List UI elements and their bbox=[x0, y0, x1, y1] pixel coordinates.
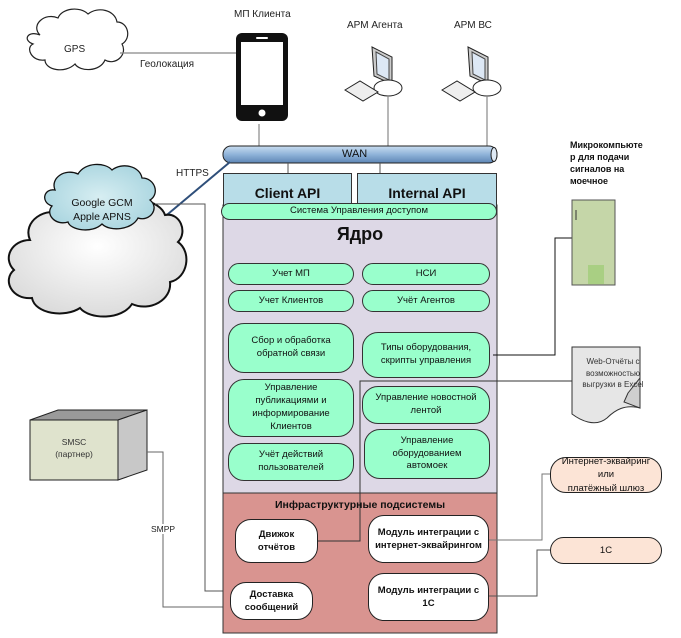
infra-line: 1С bbox=[422, 598, 435, 609]
agent-computer-icon bbox=[344, 46, 403, 102]
module-line: Управление bbox=[264, 382, 318, 394]
https-label: HTTPS bbox=[176, 168, 209, 179]
infra-line: Модуль интеграции с bbox=[377, 584, 480, 596]
infra-line: Модуль интеграции с bbox=[377, 526, 480, 538]
module-line: Учёт действий bbox=[258, 449, 324, 461]
microcomputer-line: сигналов на bbox=[570, 164, 625, 175]
smsc-box bbox=[29, 409, 148, 481]
module-line: пользователей bbox=[258, 462, 324, 473]
module-client-accounting: Учет Клиентов bbox=[228, 290, 354, 312]
geolocation-label: Геолокация bbox=[140, 59, 195, 70]
microcomputer-label: Микрокомпьюте р для подачи сигналов на м… bbox=[570, 139, 660, 188]
smsc-label: SMSC (партнер) bbox=[30, 437, 118, 461]
module-line: Сбор и обработка bbox=[251, 335, 331, 347]
microcomputer-line: моечное bbox=[570, 176, 608, 187]
web-reports-line: выгрузки в Excel bbox=[582, 380, 644, 390]
acquiring-line: платёжный шлюз bbox=[567, 482, 645, 494]
wan-label: WAN bbox=[342, 148, 368, 160]
infra-line: интернет-эквайрингом bbox=[375, 540, 482, 551]
module-line: Типы оборудования, bbox=[380, 342, 472, 354]
infra-title: Инфраструктурные подсистемы bbox=[274, 499, 446, 511]
module-line: публикациями и bbox=[255, 395, 327, 407]
push-services-label: Google GCM Apple APNS bbox=[62, 196, 142, 224]
module-line: скрипты управления bbox=[380, 355, 472, 366]
mobile-client-label: МП Клиента bbox=[234, 9, 291, 20]
infra-line: отчётов bbox=[257, 542, 296, 553]
module-line: Управление bbox=[400, 434, 454, 446]
module-equipment-types: Типы оборудования,скрипты управления bbox=[362, 332, 490, 378]
module-line: оборудованием bbox=[392, 447, 462, 459]
module-agent-accounting: Учёт Агентов bbox=[362, 290, 490, 312]
module-line: Управление новостной bbox=[375, 392, 477, 404]
one-c-integration-module: Модуль интеграции с 1С bbox=[368, 573, 489, 621]
message-delivery: Доставка сообщений bbox=[230, 582, 313, 620]
microcomputer-line: Микрокомпьюте bbox=[570, 140, 643, 150]
access-control-system: Система Управления доступом bbox=[221, 203, 497, 220]
infra-line: Движок bbox=[258, 528, 295, 540]
smsc-partner: (партнер) bbox=[55, 448, 93, 459]
microcomputer-line: р для подачи bbox=[570, 152, 630, 163]
push-cloud bbox=[44, 163, 156, 231]
core-title: Ядро bbox=[336, 224, 384, 244]
infra-line: сообщений bbox=[244, 602, 299, 613]
module-line: автомоек bbox=[406, 460, 448, 472]
one-c-system: 1С bbox=[550, 537, 662, 564]
gps-cloud bbox=[26, 8, 129, 71]
module-line: Клиентов bbox=[270, 420, 312, 432]
agent-workstation-label: АРМ Агента bbox=[347, 20, 403, 31]
gcm-label: Google GCM bbox=[71, 197, 133, 209]
module-mp-accounting: Учет МП bbox=[228, 263, 354, 285]
bc-computer-icon bbox=[441, 46, 502, 102]
module-line: обратной связи bbox=[256, 348, 326, 359]
web-reports-line: Web-Отчёты с bbox=[586, 357, 640, 366]
bc-workstation-label: АРМ ВС bbox=[454, 20, 492, 31]
apns-label: Apple APNS bbox=[73, 211, 131, 224]
module-line: лентой bbox=[410, 405, 442, 416]
acquiring-line: Интернет-эквайринг или bbox=[561, 456, 651, 481]
web-reports-label: Web-Отчёты с возможностью выгрузки в Exc… bbox=[578, 356, 648, 391]
module-line: информирование bbox=[252, 408, 330, 419]
module-nsi: НСИ bbox=[362, 263, 490, 285]
web-reports-doc bbox=[571, 346, 641, 424]
web-reports-line: возможностью bbox=[585, 368, 641, 378]
smpp-label: SMPP bbox=[151, 524, 176, 534]
gps-label: GPS bbox=[64, 44, 86, 55]
acquiring-integration-module: Модуль интеграции с интернет-эквайрингом bbox=[368, 515, 489, 563]
smsc-name: SMSC bbox=[61, 437, 87, 447]
report-engine: Движок отчётов bbox=[235, 519, 318, 563]
infra-line: Доставка bbox=[249, 588, 294, 600]
